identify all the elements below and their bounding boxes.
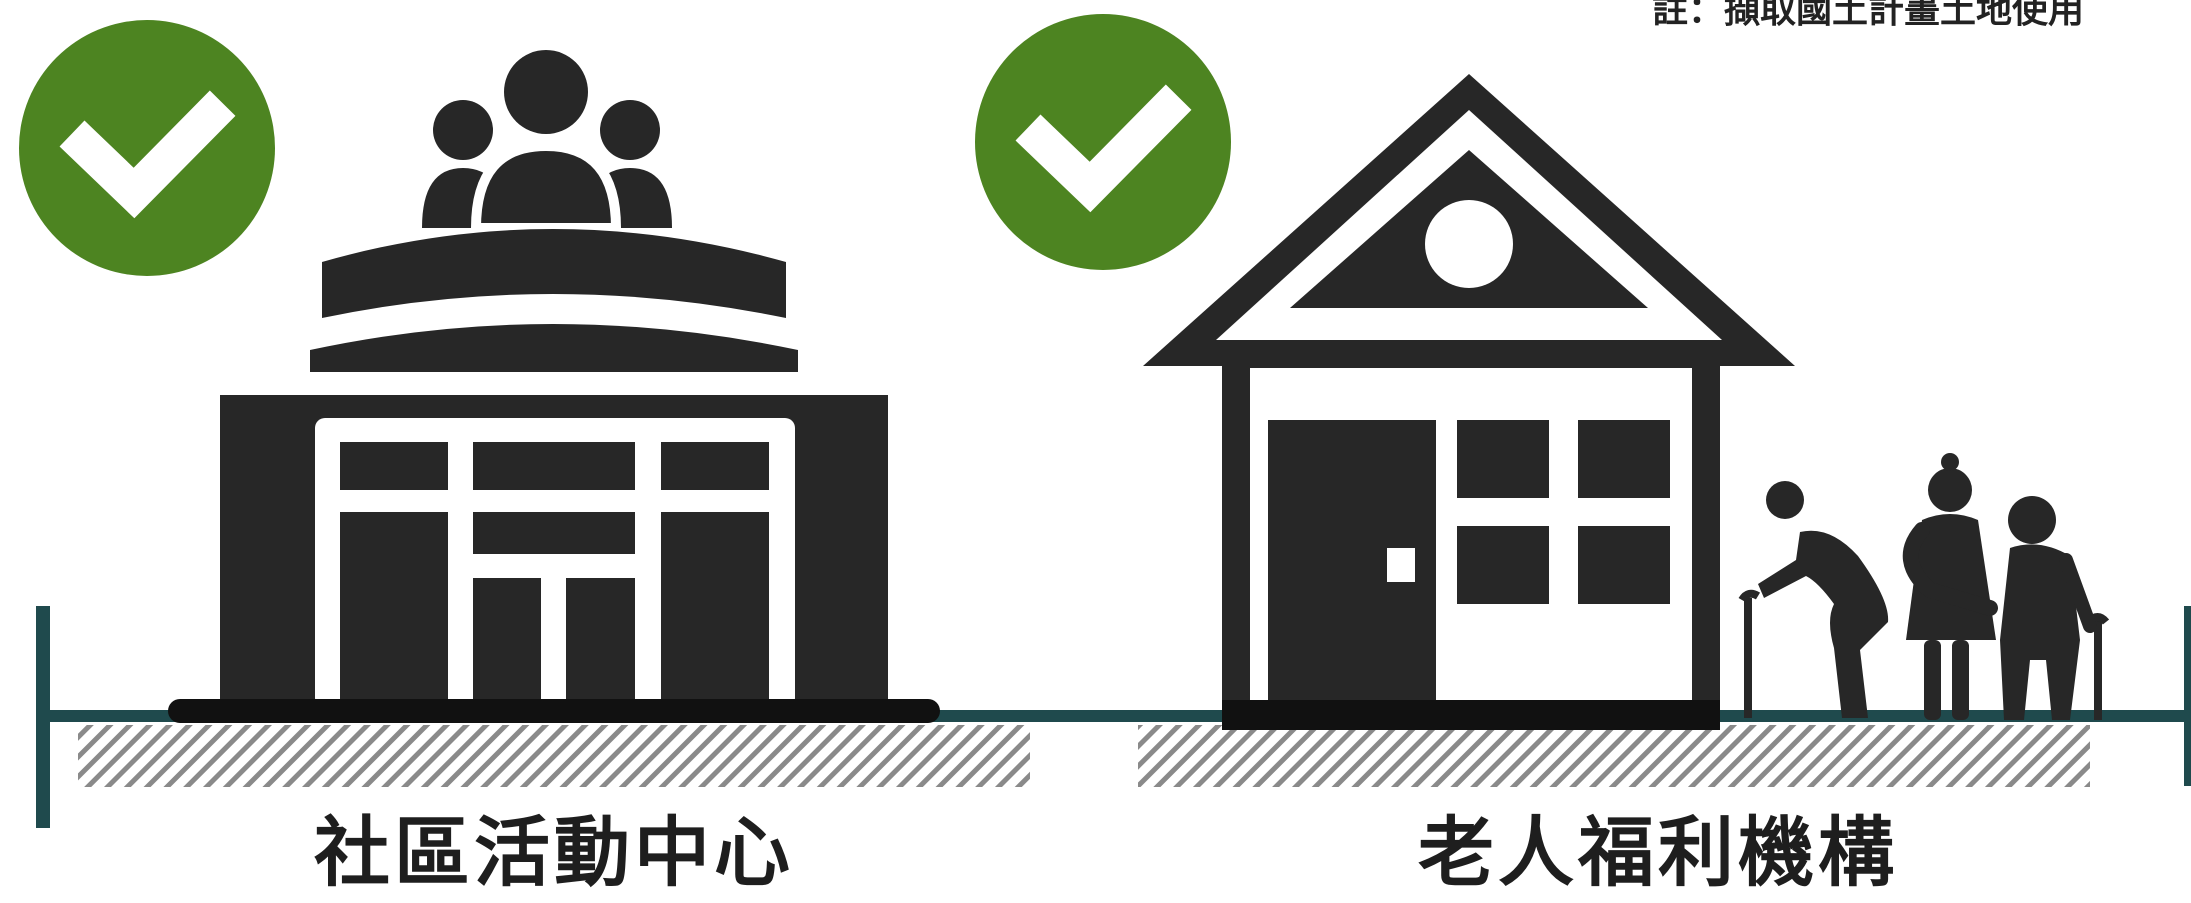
- check-icon: [975, 14, 1231, 270]
- elderly-care-house-icon: [1143, 74, 1795, 730]
- check-icon: [19, 20, 275, 276]
- ground-right-post: [2184, 606, 2191, 786]
- elderly-people-icon: [1738, 453, 2110, 720]
- ground-hatch-right: [1138, 725, 2090, 787]
- ground-hatch-left: [78, 725, 1030, 787]
- ground-left-post: [36, 606, 50, 828]
- facility-label-elderly-care: 老人福利機構: [1418, 808, 1898, 897]
- community-center-icon: [168, 50, 940, 723]
- facility-label-community-center: 社區活動中心: [314, 808, 794, 897]
- source-note: 註：擷取國土計畫土地使用: [1652, 0, 2085, 31]
